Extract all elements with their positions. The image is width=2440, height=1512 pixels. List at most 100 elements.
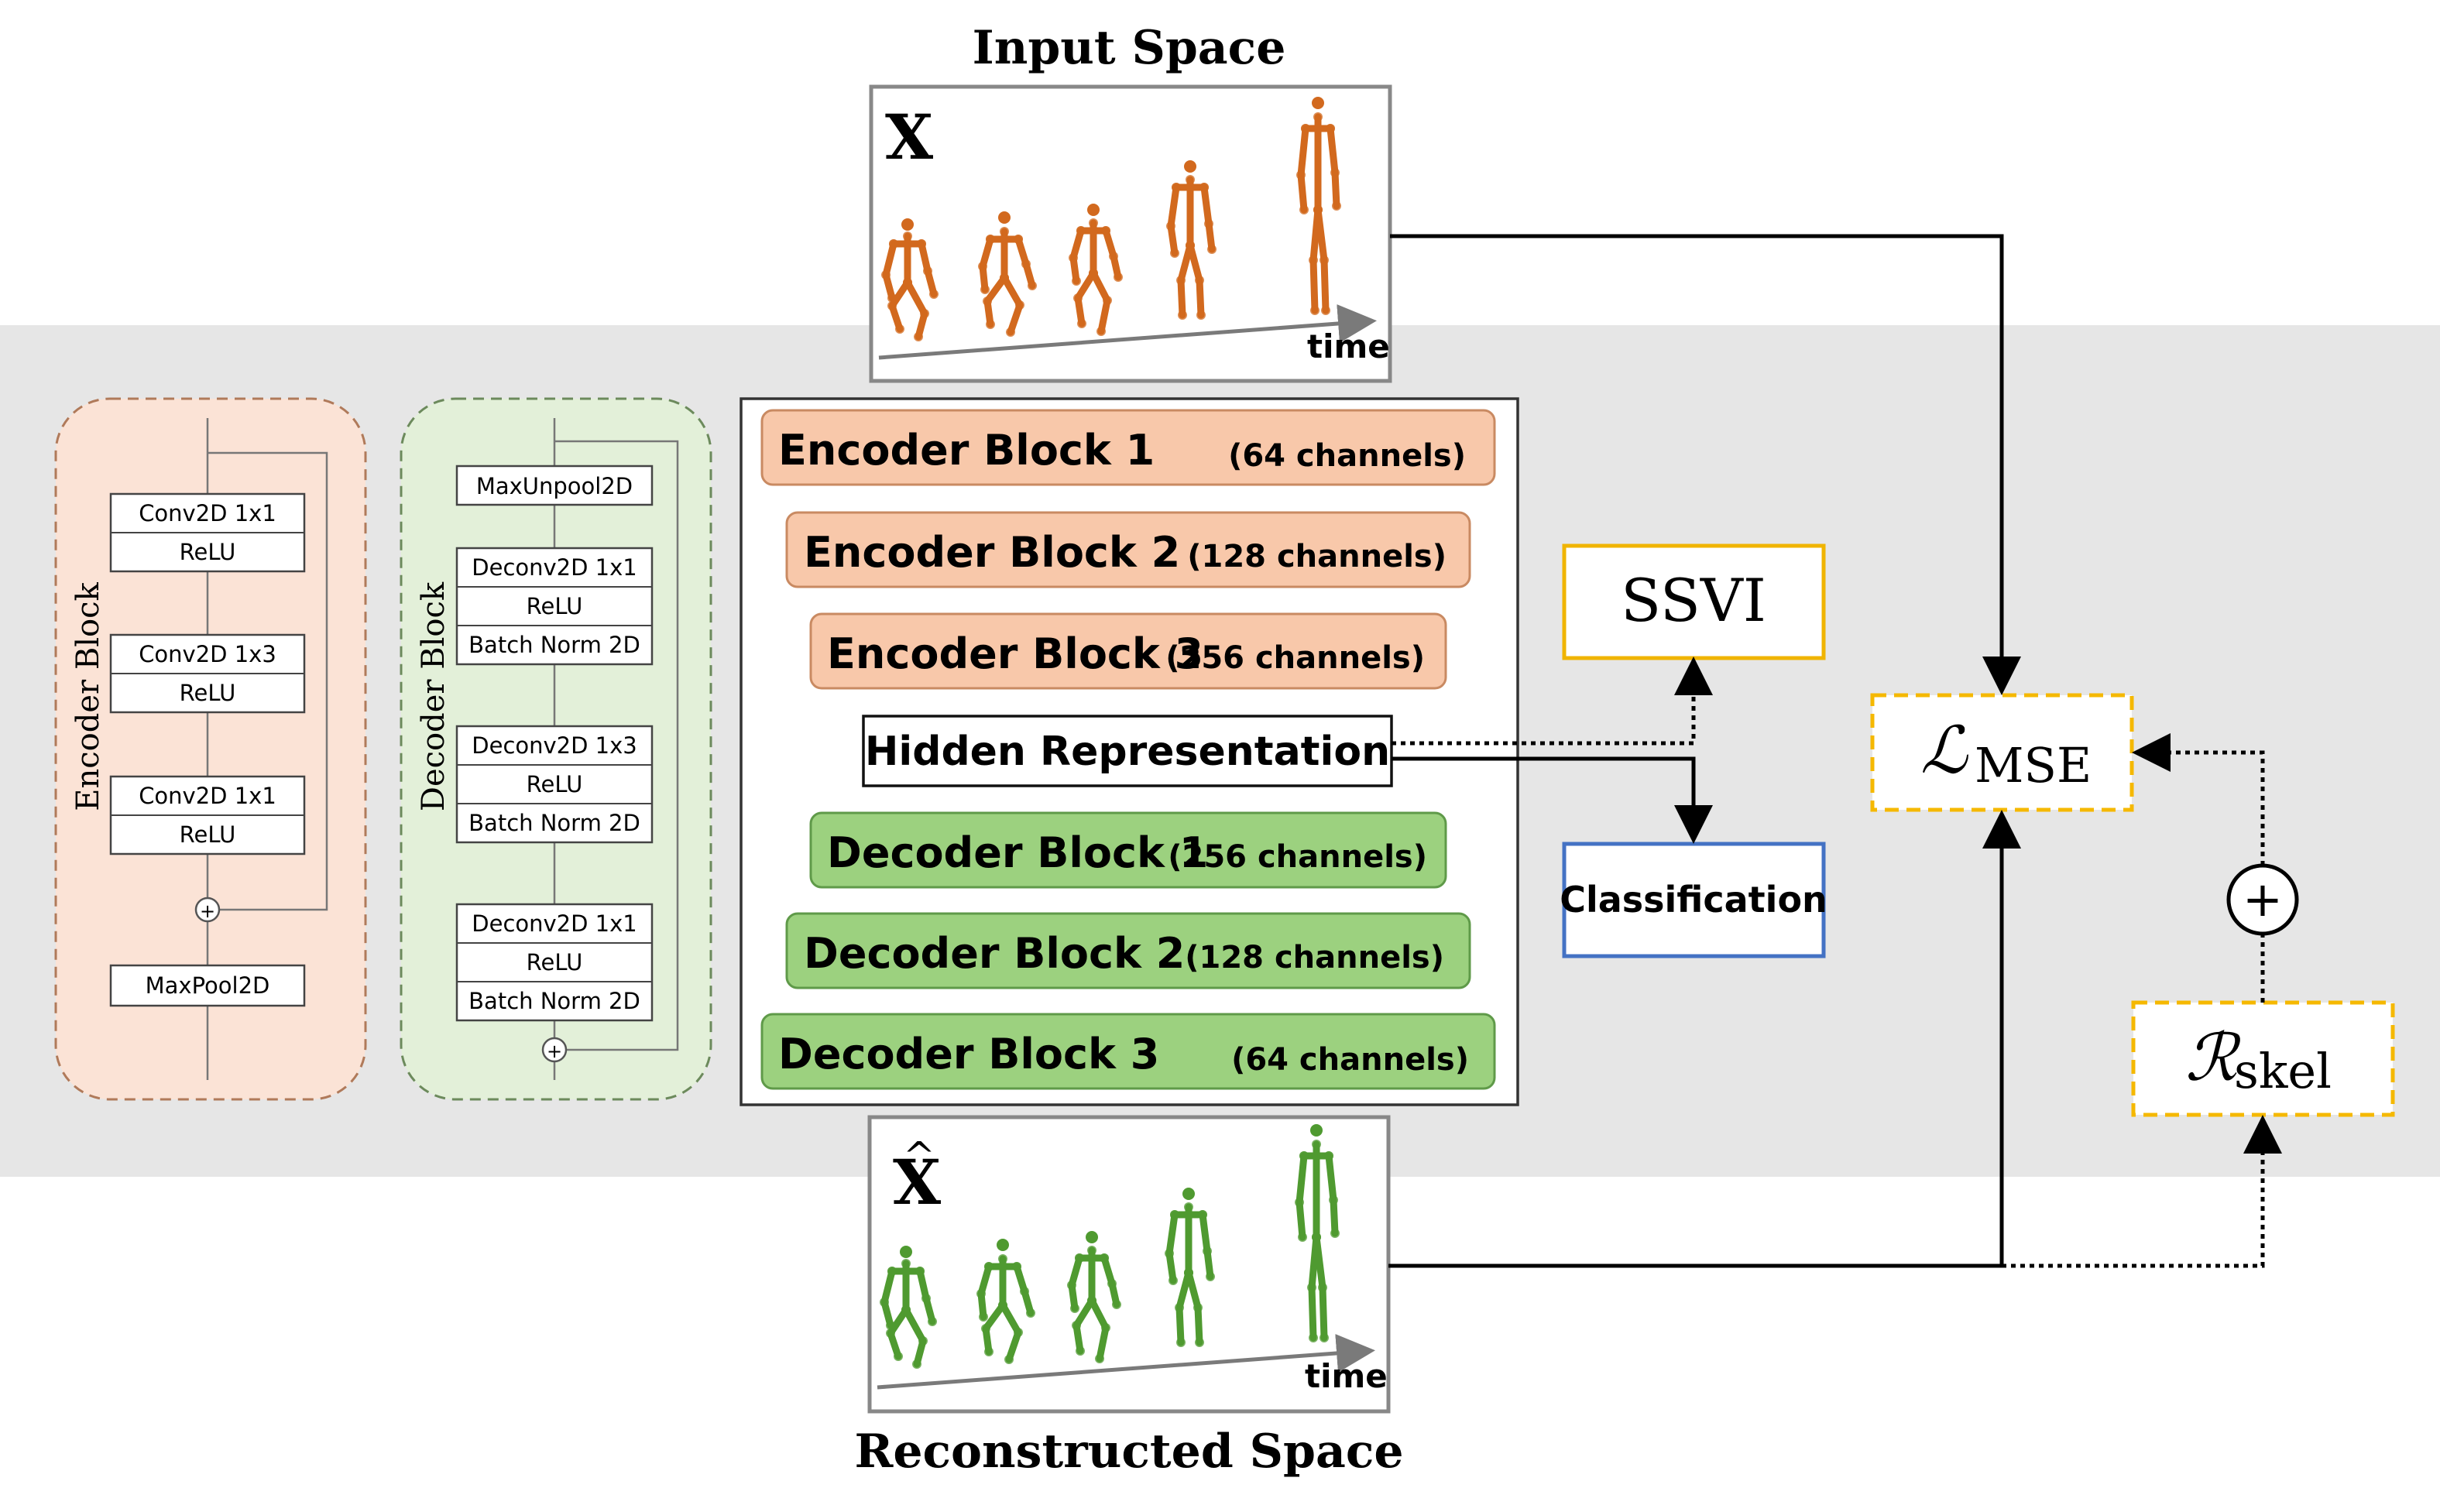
skeleton-head xyxy=(1087,204,1100,216)
loss-subscript: MSE xyxy=(1975,737,2092,794)
skeleton-joint xyxy=(1087,1246,1096,1255)
skeleton-joint xyxy=(1021,259,1031,269)
skeleton-joint xyxy=(901,1305,911,1315)
skeleton-head xyxy=(900,1246,912,1258)
skeleton-joint xyxy=(1184,1202,1193,1212)
encoder-sum-node xyxy=(194,897,221,923)
skeleton-head xyxy=(1184,160,1196,173)
input-symbol: X xyxy=(885,101,933,173)
skeleton-joint xyxy=(1320,1333,1329,1342)
decoder-layer-deconv: Deconv2D 1x3 xyxy=(472,732,637,759)
skeleton-joint xyxy=(1004,1355,1014,1364)
block-channels: (128 channels) xyxy=(1185,940,1444,975)
skeleton-figure xyxy=(978,211,1037,337)
skeleton-joint xyxy=(1172,183,1181,192)
ssvi-label: SSVI xyxy=(1621,566,1766,635)
decoder-block-1: Decoder Block 1 (256 channels) xyxy=(809,811,1447,889)
skeleton-limb xyxy=(1297,125,1309,214)
encoder-block-detail: + Conv2D 1x1 ReLU Conv2D 1x3 ReLU Conv2D… xyxy=(54,397,367,1101)
decoder-layer-batchnorm: Batch Norm 2D xyxy=(468,632,640,658)
decoder-layer-deconv: Deconv2D 1x1 xyxy=(472,554,637,581)
skeleton-joint xyxy=(1310,306,1320,315)
skel-regularizer-box: ℛ skel xyxy=(2131,1000,2395,1117)
plus-to-loss-arrow xyxy=(2132,733,2265,866)
skeleton-head xyxy=(1312,97,1324,109)
decoder-block-2: Decoder Block 2 (128 channels) xyxy=(785,912,1471,989)
skeleton-joint xyxy=(978,262,987,271)
skeleton-joint xyxy=(928,1317,937,1326)
hidden-to-classification-arrow xyxy=(1392,756,1713,844)
encoder-layer-relu: ReLU xyxy=(180,821,236,848)
block-name: Decoder Block 3 xyxy=(778,1030,1159,1078)
reconstructed-time-axis xyxy=(877,1334,1375,1390)
skeleton-joint xyxy=(1318,1283,1327,1292)
skeleton-joint xyxy=(1195,276,1204,285)
decoder-layer-batchnorm: Batch Norm 2D xyxy=(468,810,640,836)
encoder-layer-conv: Conv2D 1x1 xyxy=(139,500,276,526)
plus-symbol: + xyxy=(2243,871,2283,927)
skeleton-joint xyxy=(1101,226,1110,235)
skeleton-joint xyxy=(1014,235,1023,244)
maxpool-label: MaxPool2D xyxy=(146,972,270,999)
skeleton-joint xyxy=(1100,1253,1109,1263)
skeleton-joint xyxy=(1296,170,1306,180)
skeleton-joint xyxy=(998,1254,1007,1263)
skeleton-joint xyxy=(1295,1198,1304,1207)
skeleton-joint xyxy=(912,1359,921,1369)
skeleton-joint xyxy=(1015,300,1024,310)
skeleton-joint xyxy=(998,1301,1007,1310)
skeleton-joint xyxy=(1198,1210,1207,1219)
decoder-layer-group-1: Deconv2D 1x1 ReLU Batch Norm 2D xyxy=(455,547,654,666)
skeleton-head xyxy=(1086,1231,1098,1243)
skeleton-joint xyxy=(1307,1283,1316,1292)
encoder-block-3: Encoder Block 3 (256 channels) xyxy=(809,612,1447,690)
skeleton-joint xyxy=(1299,1151,1309,1161)
skeleton-joint xyxy=(1095,1354,1104,1363)
block-channels: (64 channels) xyxy=(1231,1042,1469,1078)
hidden-to-ssvi-arrow xyxy=(1392,657,1713,746)
encoder-layer-group-2: Conv2D 1x3 ReLU xyxy=(109,633,306,714)
skeleton-joint xyxy=(1077,319,1086,328)
block-channels: (256 channels) xyxy=(1165,640,1425,676)
skeleton-figure xyxy=(1165,1188,1215,1347)
maxunpool-label: MaxUnpool2D xyxy=(476,473,633,499)
block-name: Decoder Block 2 xyxy=(804,929,1185,978)
skeleton-joint xyxy=(923,266,932,276)
skeleton-joint xyxy=(918,1336,928,1346)
encoder-block-2: Encoder Block 2 (128 channels) xyxy=(785,511,1471,588)
skeleton-joint xyxy=(1073,293,1083,303)
skeleton-joint xyxy=(880,1298,889,1307)
skeleton-figure xyxy=(880,1246,937,1369)
skeleton-joint xyxy=(894,1352,903,1361)
skeleton-joint xyxy=(981,1324,990,1333)
skeleton-joint xyxy=(1067,1281,1076,1290)
skeleton-joint xyxy=(1332,201,1341,211)
skeleton-joint xyxy=(1026,1308,1035,1318)
skeleton-joint xyxy=(1109,252,1118,261)
block-channels: (128 channels) xyxy=(1187,539,1446,574)
reconstructed-skeleton-sequence xyxy=(880,1124,1340,1369)
block-name: Encoder Block 2 xyxy=(804,528,1180,577)
input-time-axis xyxy=(878,304,1377,360)
skeleton-joint xyxy=(1298,1233,1307,1242)
skeleton-joint xyxy=(1076,1346,1085,1356)
encoder-panel xyxy=(54,397,367,1101)
skeleton-figure xyxy=(1295,1124,1340,1342)
encoder-pool-layer: MaxPool2D xyxy=(109,964,306,1007)
skeleton-joint xyxy=(1193,1303,1203,1312)
regularizer-subscript: skel xyxy=(2234,1043,2332,1099)
skeleton-joint xyxy=(886,1329,895,1338)
encoder-layer-conv: Conv2D 1x3 xyxy=(139,641,276,667)
skeleton-joint xyxy=(1087,1296,1096,1305)
skeleton-head xyxy=(997,1239,1009,1251)
input-space-title: Input Space xyxy=(973,21,1286,75)
plus-node: + xyxy=(2226,863,2299,936)
skeleton-joint xyxy=(1195,1338,1204,1347)
skeleton-joint xyxy=(1169,1276,1178,1285)
loss-symbol: ℒ xyxy=(1920,712,1968,788)
decoder-block-3: Decoder Block 3 (64 channels) xyxy=(760,1013,1496,1090)
reconstructed-symbol: X xyxy=(893,1146,941,1219)
hidden-representation: Hidden Representation xyxy=(862,715,1393,787)
decoder-block-detail: + MaxUnpool2D Deconv2D 1x1 ReLU Batch No… xyxy=(400,397,712,1101)
skeleton-joint xyxy=(1196,310,1206,320)
